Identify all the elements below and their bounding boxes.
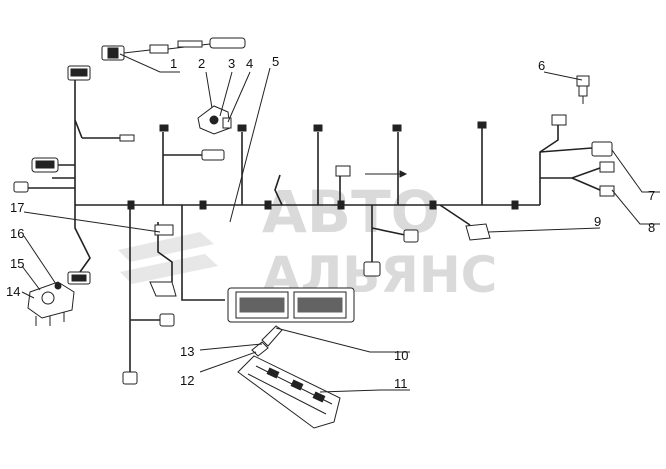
harness-connectors	[13, 65, 615, 385]
callout-17: 17	[10, 200, 24, 215]
direction-arrow	[365, 170, 408, 178]
watermark-logo-mark	[118, 232, 214, 262]
callout-4: 4	[246, 56, 253, 71]
sensor-bracket-14-15-16	[27, 281, 75, 326]
oxygen-sensor	[101, 37, 246, 61]
callout-3: 3	[228, 56, 235, 71]
callout-14: 14	[6, 284, 20, 299]
watermark: АВТО АЛЬЯНС	[118, 178, 497, 304]
callout-2: 2	[198, 56, 205, 71]
callout-5: 5	[272, 54, 279, 69]
callout-11: 11	[394, 376, 408, 391]
leader-lines	[21, 53, 660, 393]
callout-12: 12	[180, 373, 194, 388]
fuel-rail-assembly	[237, 325, 341, 429]
callout-13: 13	[180, 344, 194, 359]
callout-10: 10	[394, 348, 408, 363]
main-harness-trunk	[25, 78, 601, 380]
callout-16: 16	[10, 226, 24, 241]
callout-15: 15	[10, 256, 24, 271]
sensor-6	[576, 75, 590, 104]
callout-8: 8	[648, 220, 655, 235]
ecu-connector-block	[227, 287, 355, 323]
callout-6: 6	[538, 58, 545, 73]
watermark-logo-mark-2	[120, 254, 218, 284]
callout-labels: 1 2 3 4 5 6 7 8 9 10 11 12 13 14 15 16 1…	[6, 54, 655, 391]
callout-1: 1	[170, 56, 177, 71]
callout-9: 9	[594, 214, 601, 229]
callout-7: 7	[648, 188, 655, 203]
sensor-assembly-2-3-4	[197, 105, 232, 135]
